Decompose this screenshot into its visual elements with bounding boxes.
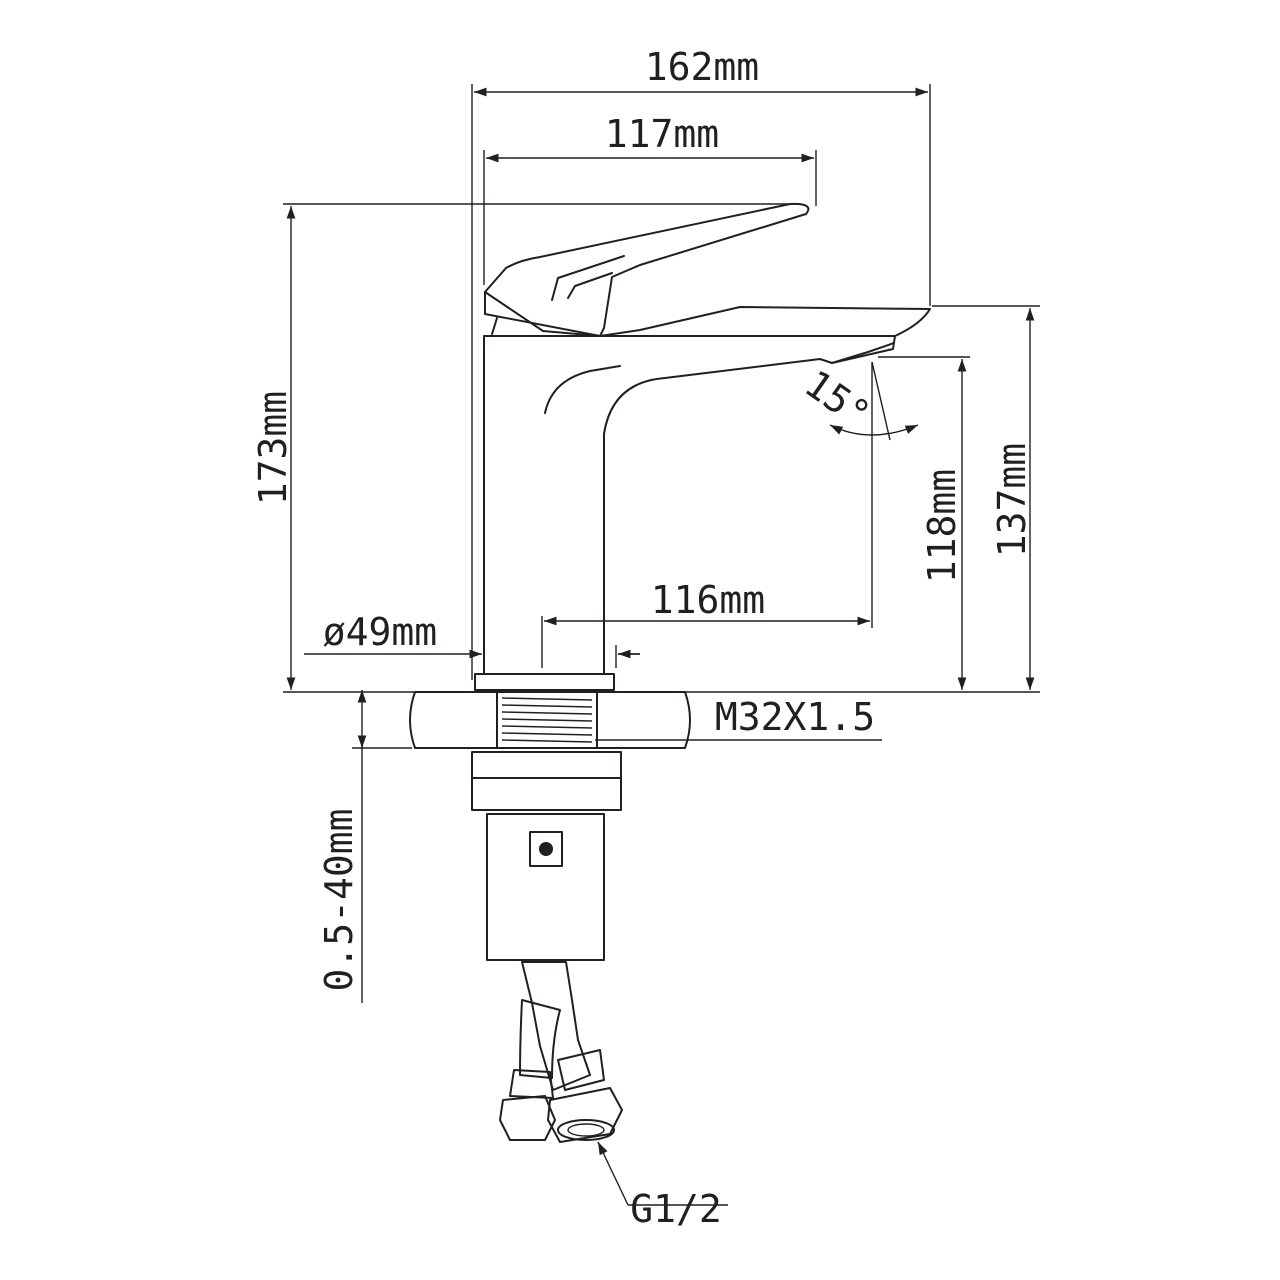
threaded-rod [501, 697, 593, 743]
dim-118mm-label: 118mm [920, 469, 964, 583]
mounting-nut [471, 751, 622, 961]
dimension-137mm: 137mm [932, 305, 1040, 690]
hex-nut-left [499, 1095, 556, 1141]
hose-connector-label: G1/2 [630, 1187, 722, 1231]
dim-162mm-label: 162mm [645, 45, 759, 89]
thread-label: M32X1.5 [715, 695, 875, 739]
flexible-hose [499, 961, 623, 1143]
faucet-base-ring [474, 673, 615, 691]
handle-lever [484, 202, 810, 337]
dim-117mm-label: 117mm [605, 112, 719, 156]
dimension-spray-angle: 15° [797, 362, 919, 441]
dim-49mm-label: ø49mm [323, 610, 437, 654]
spray-angle-label: 15° [797, 362, 878, 437]
dim-173mm-label: 173mm [251, 391, 295, 505]
dim-116mm-label: 116mm [651, 578, 765, 622]
dimension-117mm: 117mm [483, 112, 817, 285]
dimension-countertop-range: 0.5-40mm [317, 690, 412, 1003]
dimension-173mm: 173mm [251, 203, 1040, 693]
dimension-hose-connector: G1/2 [597, 1141, 728, 1231]
dimension-diameter-49mm: ø49mm [304, 610, 640, 668]
hex-nut-right [547, 1087, 623, 1143]
dimension-116mm: 116mm [541, 362, 873, 668]
dimension-thread: M32X1.5 [595, 695, 882, 741]
dimension-118mm: 118mm [878, 356, 970, 690]
countertop-range-label: 0.5-40mm [317, 808, 361, 991]
dim-137mm-label: 137mm [990, 443, 1034, 557]
dimension-162mm: 162mm [471, 45, 931, 680]
countertop-section [409, 691, 691, 749]
brand-logo-mark [539, 842, 553, 856]
